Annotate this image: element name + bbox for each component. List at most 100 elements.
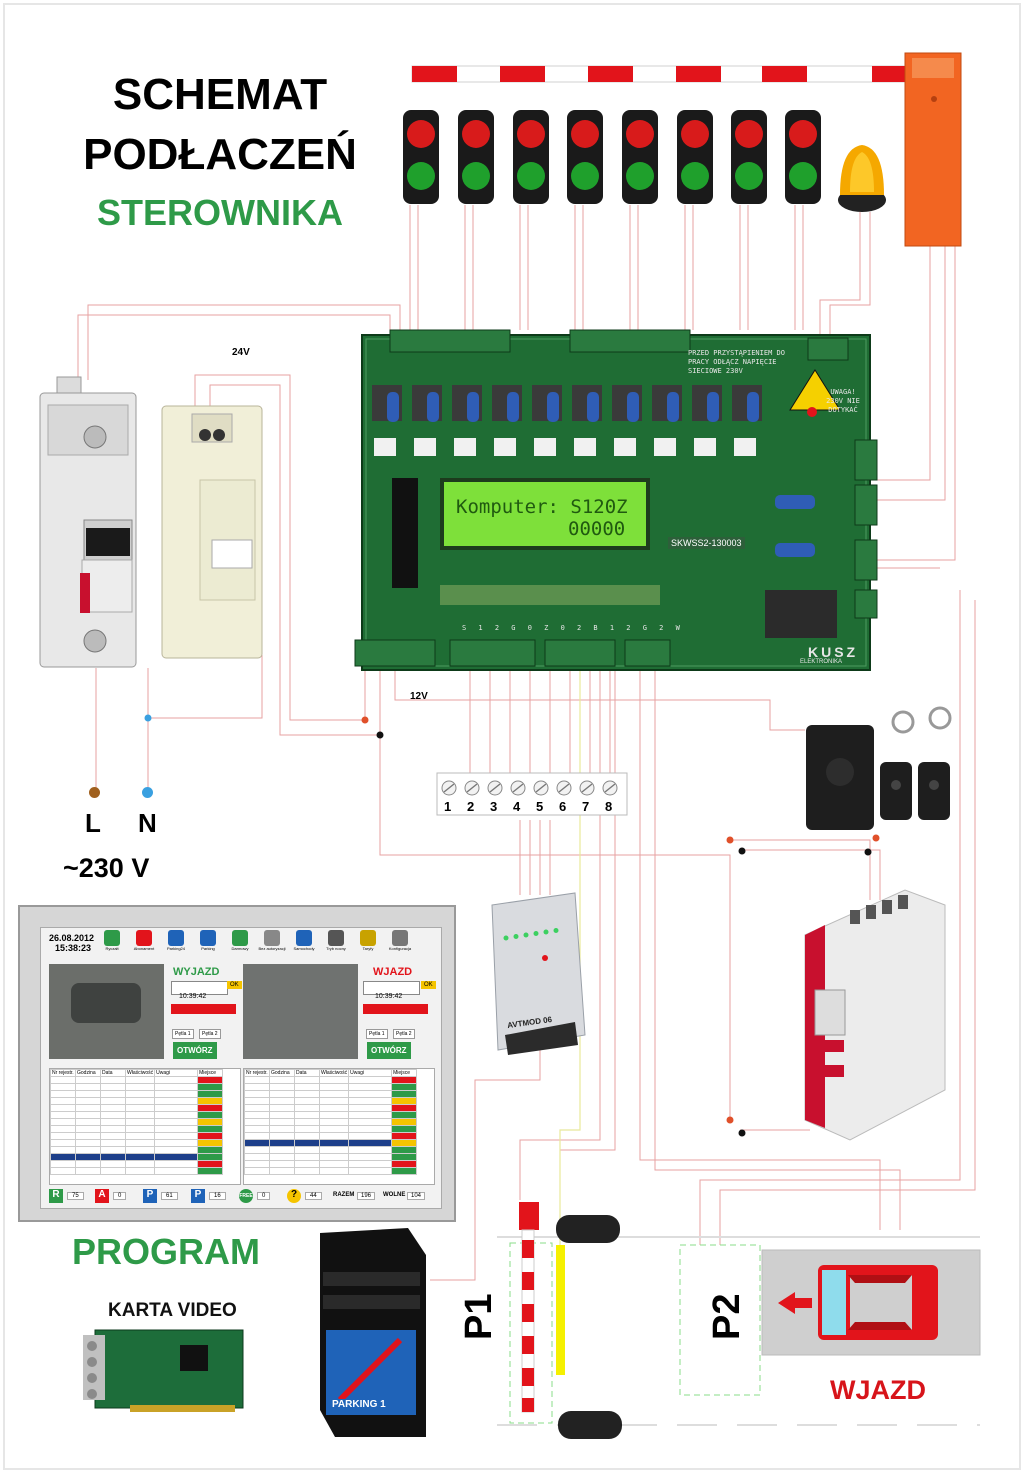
table-row[interactable] xyxy=(50,1153,224,1161)
unknown-icon: ? xyxy=(287,1189,301,1203)
exit-clock: 10:39:42 xyxy=(179,993,207,1000)
toolbar-label: Tryb nocny xyxy=(326,946,346,951)
table-row[interactable] xyxy=(244,1132,418,1140)
table-cell xyxy=(75,1097,101,1105)
power-supply-24v xyxy=(161,405,263,659)
toolbar-button[interactable]: Taryfy xyxy=(353,930,383,951)
table-row[interactable] xyxy=(244,1076,418,1084)
table-cell xyxy=(348,1132,393,1140)
table-cell xyxy=(391,1097,418,1105)
table-row[interactable] xyxy=(244,1083,418,1091)
toolbar-label: Konfiguracja xyxy=(388,946,412,951)
toolbar-button[interactable]: Darmowy xyxy=(225,930,255,951)
entry-ok-button[interactable]: OK xyxy=(421,981,436,989)
circuit-breaker xyxy=(39,376,137,668)
table-row[interactable] xyxy=(244,1167,418,1175)
phase-terminal xyxy=(89,787,100,798)
table-row[interactable] xyxy=(50,1118,224,1126)
table-row[interactable] xyxy=(244,1153,418,1161)
entry-loop-1-button[interactable]: Pętla 1 xyxy=(366,1029,388,1039)
table-cell xyxy=(75,1146,101,1154)
table-cell xyxy=(75,1139,101,1147)
table-cell xyxy=(318,1146,350,1154)
traffic-light xyxy=(677,110,713,204)
table-cell xyxy=(100,1139,126,1147)
table-row[interactable] xyxy=(50,1076,224,1084)
table-row[interactable] xyxy=(244,1160,418,1168)
table-row[interactable] xyxy=(244,1111,418,1119)
table-cell xyxy=(154,1160,199,1168)
toolbar-button[interactable]: Konfiguracja xyxy=(385,930,415,951)
video-card-label: KARTA VIDEO xyxy=(108,1300,237,1321)
entry-light-strip xyxy=(363,1004,428,1014)
table-cell xyxy=(318,1132,350,1140)
table-row[interactable] xyxy=(50,1132,224,1140)
table-row[interactable] xyxy=(244,1125,418,1133)
table-row[interactable] xyxy=(50,1167,224,1175)
table-cell xyxy=(197,1083,224,1091)
table-cell xyxy=(100,1104,126,1112)
table-row[interactable] xyxy=(50,1146,224,1154)
table-cell xyxy=(75,1090,101,1098)
toolbar-button[interactable]: Ryczałt xyxy=(97,930,127,951)
table-cell xyxy=(50,1111,76,1119)
table-header: Godzina xyxy=(269,1069,295,1077)
table-cell xyxy=(391,1132,418,1140)
table-row[interactable] xyxy=(50,1083,224,1091)
table-cell xyxy=(391,1083,418,1091)
table-row[interactable] xyxy=(50,1097,224,1105)
table-cell xyxy=(50,1090,76,1098)
table-cell xyxy=(100,1160,126,1168)
toolbar-button[interactable]: Samochody xyxy=(289,930,319,951)
abonament-count: 0 xyxy=(113,1192,127,1200)
table-row[interactable] xyxy=(244,1118,418,1126)
table-row[interactable] xyxy=(50,1090,224,1098)
controller-pin-labels: S 1 2 G 0 Z 0 2 B 1 2 G 2 W xyxy=(462,624,684,632)
program-time: 15:38:23 xyxy=(55,943,92,953)
exit-ok-button[interactable]: OK xyxy=(227,981,242,989)
photocell-beam xyxy=(556,1245,565,1375)
table-cell xyxy=(100,1153,126,1161)
free-icon: FREE xyxy=(239,1189,253,1203)
table-row[interactable] xyxy=(50,1111,224,1119)
table-cell xyxy=(197,1125,224,1133)
table-cell xyxy=(75,1076,101,1084)
toolbar-icon xyxy=(296,930,312,946)
toolbar-button[interactable]: Parking24 xyxy=(161,930,191,951)
table-row[interactable] xyxy=(244,1090,418,1098)
table-cell xyxy=(391,1167,418,1175)
table-row[interactable] xyxy=(244,1139,418,1147)
toolbar-icon xyxy=(232,930,248,946)
terminal-number: 8 xyxy=(605,799,613,814)
photocell-bottom xyxy=(558,1411,622,1439)
exit-loop-2-button[interactable]: Pętla 2 xyxy=(199,1029,221,1039)
table-row[interactable] xyxy=(50,1125,224,1133)
table-cell xyxy=(318,1111,350,1119)
table-row[interactable] xyxy=(244,1146,418,1154)
table-cell xyxy=(154,1083,199,1091)
table-row[interactable] xyxy=(244,1104,418,1112)
table-cell xyxy=(75,1118,101,1126)
table-row[interactable] xyxy=(50,1139,224,1147)
exit-loop-1-button[interactable]: Pętla 1 xyxy=(172,1029,194,1039)
entry-loop-2-button[interactable]: Pętla 2 xyxy=(393,1029,415,1039)
table-cell xyxy=(197,1097,224,1105)
traffic-lights xyxy=(403,110,821,204)
table-row[interactable] xyxy=(50,1160,224,1168)
table-row[interactable] xyxy=(244,1097,418,1105)
table-row[interactable] xyxy=(50,1104,224,1112)
toolbar-button[interactable]: Bez autoryzacji xyxy=(257,930,287,951)
entry-open-button[interactable]: OTWÓRZ xyxy=(367,1042,411,1059)
toolbar-button[interactable]: Abonament xyxy=(129,930,159,951)
terminal-strip xyxy=(436,772,628,816)
table-cell xyxy=(269,1097,295,1105)
toolbar-button[interactable]: Tryb nocny xyxy=(321,930,351,951)
exit-open-button[interactable]: OTWÓRZ xyxy=(173,1042,217,1059)
table-cell xyxy=(100,1083,126,1091)
toolbar-button[interactable]: Parking xyxy=(193,930,223,951)
table-cell xyxy=(154,1118,199,1126)
remote-fobs xyxy=(880,706,952,820)
neutral-label: N xyxy=(138,808,157,838)
